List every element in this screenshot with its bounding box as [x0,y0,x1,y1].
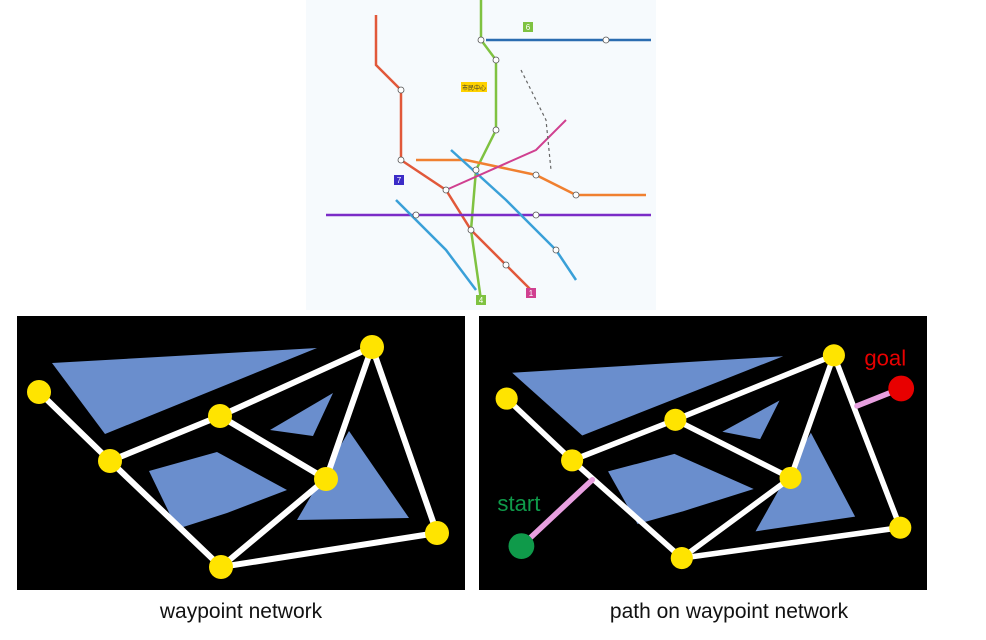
waypoint-node-2 [208,404,232,428]
metro-stations [397,36,610,269]
network-edge-7 [218,476,329,570]
waypoint-network-panel [17,316,465,590]
path-connector-1 [854,390,892,409]
network-edge-2 [672,352,837,423]
metro-map: 6 7 4 1 市民中心 [306,0,656,310]
obstacle-1 [608,453,754,524]
metro-line-red [374,15,532,291]
network-edge-7 [679,475,794,561]
line-badge-1 [526,288,536,298]
waypoint-network-svg [27,335,449,579]
waypoint-node-1 [98,449,122,473]
waypoint-node-4 [314,467,338,491]
obstacle-2 [270,393,333,436]
line-badge-4 [476,295,486,305]
network-edge-0 [36,389,113,464]
metro-line-pink [445,119,567,191]
metro-map-svg: 6 7 4 1 市民中心 [306,0,656,310]
network-edge-6 [569,457,685,561]
network-edge-2 [217,344,375,419]
network-edge-4 [323,344,375,482]
network-edge-5 [369,344,440,536]
line-badge-6-text: 6 [526,23,531,32]
waypoint-node-1 [561,449,584,472]
path-network-svg: start goal [495,344,915,570]
network-edge-4 [787,352,837,481]
waypoint-node-6 [425,521,449,545]
waypoint-node-4 [779,466,802,489]
start-node [508,533,535,560]
network-edge-6 [107,458,224,570]
waypoint-node-0 [495,387,518,410]
obstacle-2 [722,400,780,440]
network-edge-5 [831,352,904,531]
metro-highlight-label: 市民中心 [462,84,486,92]
waypoint-node-3 [360,335,384,359]
network-edge-8 [679,524,904,561]
waypoint-node-2 [664,408,687,431]
waypoint-node-5 [209,555,233,579]
start-label: start [497,491,540,516]
obstacle-1 [149,452,287,529]
metro-line-planned [520,69,552,171]
waypoint-node-6 [889,516,912,539]
line-badge-4-text: 4 [479,296,484,305]
line-badge-7-text: 7 [397,176,402,185]
waypoint-node-3 [822,344,845,367]
caption-waypoint-network: waypoint network [159,600,323,623]
obstacle-0 [52,348,317,434]
waypoint-node-5 [670,547,693,570]
path-connector-0 [518,476,596,549]
obstacle-0 [512,356,784,436]
network-edge-3 [217,413,329,482]
goal-node [888,375,915,402]
path-network-panel: start goal [479,316,927,590]
network-edge-1 [569,417,679,464]
obstacle-3 [297,431,409,520]
network-edge-8 [218,530,440,570]
caption-path-on-network: path on waypoint network [609,600,849,623]
network-edge-0 [503,395,575,464]
goal-label: goal [864,345,906,370]
obstacle-3 [755,432,856,532]
line-badge-7 [394,175,404,185]
waypoint-node-0 [27,380,51,404]
network-edge-3 [672,417,794,481]
network-edge-1 [107,413,223,464]
metro-highlight-box [461,82,487,92]
line-badge-1-text: 1 [529,289,534,298]
line-badge-6 [523,22,533,32]
